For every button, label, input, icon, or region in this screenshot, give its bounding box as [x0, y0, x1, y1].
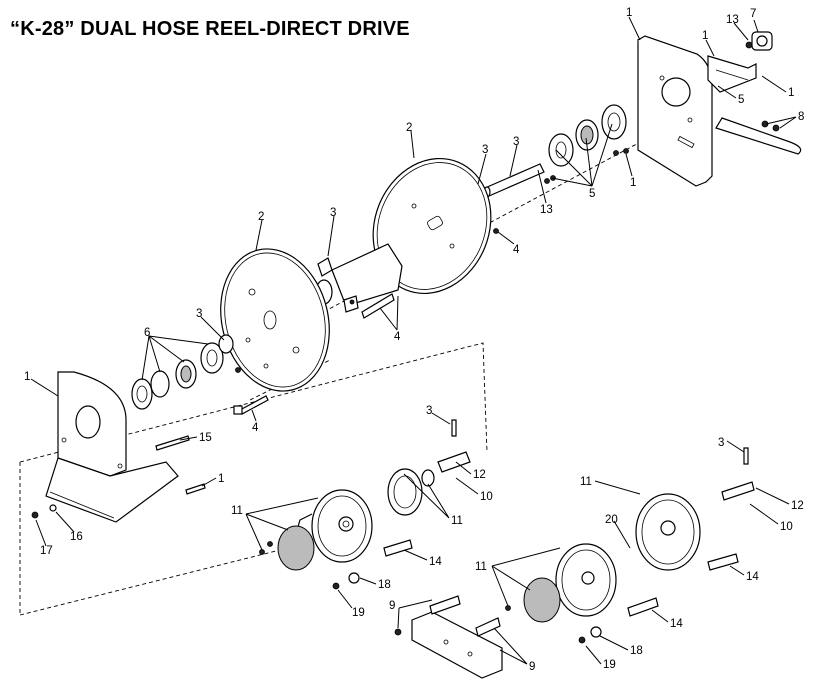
upper-side-frame	[637, 35, 713, 187]
callout-label: 13	[540, 204, 553, 216]
callout-label: 16	[70, 531, 83, 543]
callout-label: 5	[738, 94, 744, 106]
callout-label: 19	[603, 659, 616, 671]
callout-label: 2	[406, 122, 412, 134]
callout-label: 3	[718, 437, 724, 449]
callout-label: 3	[330, 207, 336, 219]
callout-label: 5	[589, 188, 595, 200]
gear-motor-right	[505, 447, 755, 644]
callout-label: 18	[630, 645, 643, 657]
callout-label: 15	[199, 432, 212, 444]
callout-label: 13	[726, 14, 739, 26]
callout-label: 14	[429, 556, 442, 568]
callout-label: 11	[231, 505, 243, 517]
callout-label: 11	[580, 476, 592, 488]
callout-label: 3	[513, 136, 519, 148]
callout-label: 11	[475, 561, 487, 573]
callout-label: 18	[378, 579, 391, 591]
callout-label: 1	[24, 371, 30, 383]
reel-disk-rear	[372, 157, 499, 295]
callout-numbers: 1 13 7 1 1 5 8 2 3 3 5 1 13 4 2 3 4 3 6 …	[24, 7, 804, 673]
reel-disk-front	[220, 248, 330, 392]
crank-handle	[715, 117, 802, 155]
callout-label: 1	[626, 7, 632, 19]
mount-bracket	[707, 55, 757, 93]
callout-label: 17	[40, 545, 53, 557]
bolt-long	[233, 395, 269, 415]
callout-label: 4	[394, 331, 401, 343]
callout-label: 10	[780, 521, 793, 533]
callout-label: 14	[746, 571, 759, 583]
callout-label: 14	[670, 618, 683, 630]
lower-side-frame	[31, 371, 179, 523]
callout-label: 12	[473, 469, 486, 481]
callout-label: 1	[218, 473, 224, 485]
bearing-flange-set-lower	[131, 334, 241, 410]
diagram-title: “K-28” DUAL HOSE REEL-DIRECT DRIVE	[10, 18, 410, 40]
callout-label: 19	[352, 607, 365, 619]
callout-label: 1	[630, 177, 636, 189]
callout-label: 1	[702, 30, 708, 42]
callout-label: 12	[791, 500, 804, 512]
callout-label: 3	[426, 405, 432, 417]
callout-label: 6	[144, 327, 150, 339]
callout-label: 10	[480, 491, 493, 503]
gear-motor-left	[259, 419, 471, 590]
mounting-plate	[394, 595, 503, 679]
callout-label: 9	[389, 600, 395, 612]
callout-label: 3	[482, 144, 488, 156]
callout-label: 20	[605, 514, 618, 526]
callout-label: 3	[196, 308, 202, 320]
swivel-joint	[745, 31, 773, 51]
callout-label: 2	[258, 211, 264, 223]
reel-hub	[315, 243, 403, 319]
callout-label: 4	[513, 244, 520, 256]
bearing-flange-set-upper	[544, 104, 629, 184]
callout-label: 11	[451, 515, 463, 527]
callout-label: 9	[529, 661, 535, 673]
callout-label: 8	[798, 111, 804, 123]
leader-lines	[30, 16, 797, 665]
callout-label: 7	[750, 8, 756, 20]
assembly-boundary	[19, 342, 488, 616]
callout-label: 1	[788, 87, 794, 99]
callout-label: 4	[252, 422, 259, 434]
